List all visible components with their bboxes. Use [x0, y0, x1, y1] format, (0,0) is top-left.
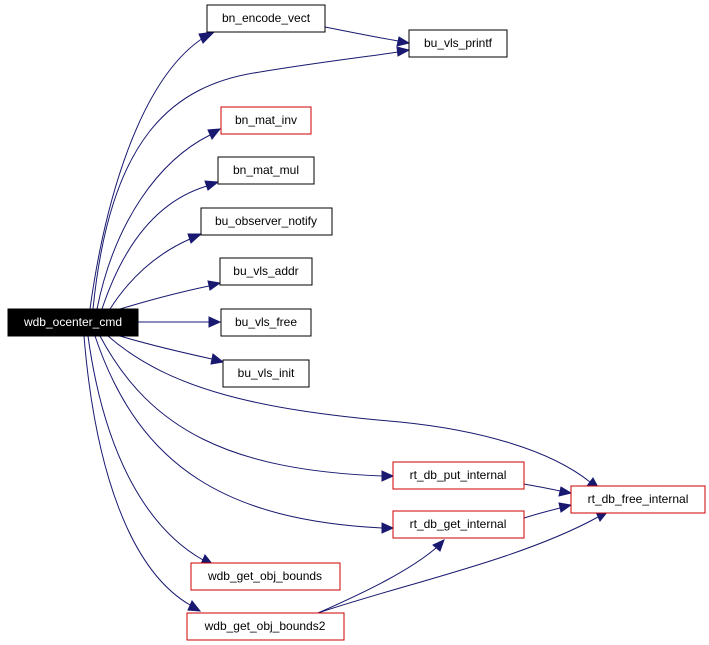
- edge-root-wdb-get-obj-bounds: [87, 335, 204, 561]
- edge-root-bn-mat-mul: [101, 185, 208, 310]
- node-bu-observer-notify[interactable]: bu_observer_notify: [200, 207, 333, 236]
- edge-bn-encode-vect-bu-vls-printf: [324, 26, 399, 42]
- node-label: bu_observer_notify: [215, 214, 317, 228]
- node-bu-vls-addr[interactable]: bu_vls_addr: [219, 257, 313, 286]
- node-rt-db-free-internal[interactable]: rt_db_free_internal: [570, 485, 706, 514]
- node-bn-encode-vect[interactable]: bn_encode_vect: [206, 4, 326, 33]
- edge-root-bu-vls-addr: [119, 285, 210, 310]
- node-bu-vls-printf[interactable]: bu_vls_printf: [408, 29, 508, 58]
- edges: [83, 26, 610, 614]
- edge-root-bn-mat-inv: [96, 134, 211, 310]
- edge-root-bn-encode-vect: [89, 37, 204, 310]
- edge-root-rt-db-put-internal: [99, 335, 383, 477]
- edge-root-bu-vls-printf: [92, 51, 399, 310]
- edge-root-rt-db-get-internal: [94, 335, 383, 529]
- node-label: rt_db_get_internal: [410, 517, 507, 531]
- edge-root-bu-vls-init: [119, 335, 213, 360]
- edge-wdb-bounds2-rt-db-free: [317, 516, 599, 614]
- edge-root-rt-db-free-internal: [107, 335, 591, 483]
- node-bu-vls-free[interactable]: bu_vls_free: [220, 308, 312, 337]
- node-bu-vls-init[interactable]: bu_vls_init: [222, 359, 310, 388]
- node-rt-db-put-internal[interactable]: rt_db_put_internal: [392, 461, 525, 490]
- edge-wdb-bounds2-rt-db-get: [317, 547, 437, 614]
- node-label: bu_vls_addr: [233, 264, 298, 278]
- node-label: rt_db_free_internal: [588, 492, 689, 506]
- edge-root-bu-observer-notify: [109, 238, 191, 310]
- node-label: wdb_ocenter_cmd: [23, 315, 122, 329]
- node-label: bu_vls_init: [238, 366, 295, 380]
- node-label: rt_db_put_internal: [410, 468, 507, 482]
- node-label: wdb_get_obj_bounds2: [204, 619, 326, 633]
- node-label: bn_encode_vect: [222, 11, 311, 25]
- node-bn-mat-inv[interactable]: bn_mat_inv: [220, 106, 312, 135]
- edge-rt-db-put-rt-db-free: [523, 483, 561, 492]
- edge-rt-db-get-rt-db-free: [523, 507, 561, 519]
- node-wdb-ocenter-cmd[interactable]: wdb_ocenter_cmd: [7, 308, 139, 337]
- node-label: bn_mat_inv: [235, 113, 297, 127]
- node-bn-mat-mul[interactable]: bn_mat_mul: [217, 156, 315, 185]
- node-wdb-get-obj-bounds[interactable]: wdb_get_obj_bounds: [190, 562, 341, 591]
- nodes: wdb_ocenter_cmd bn_encode_vect bu_vls_pr…: [7, 4, 706, 641]
- node-label: bu_vls_free: [235, 315, 297, 329]
- edge-root-wdb-get-obj-bounds2: [83, 335, 191, 606]
- node-rt-db-get-internal[interactable]: rt_db_get_internal: [392, 510, 525, 539]
- node-label: wdb_get_obj_bounds: [207, 569, 322, 583]
- node-label: bn_mat_mul: [233, 163, 299, 177]
- node-wdb-get-obj-bounds2[interactable]: wdb_get_obj_bounds2: [186, 612, 345, 641]
- node-label: bu_vls_printf: [424, 36, 493, 50]
